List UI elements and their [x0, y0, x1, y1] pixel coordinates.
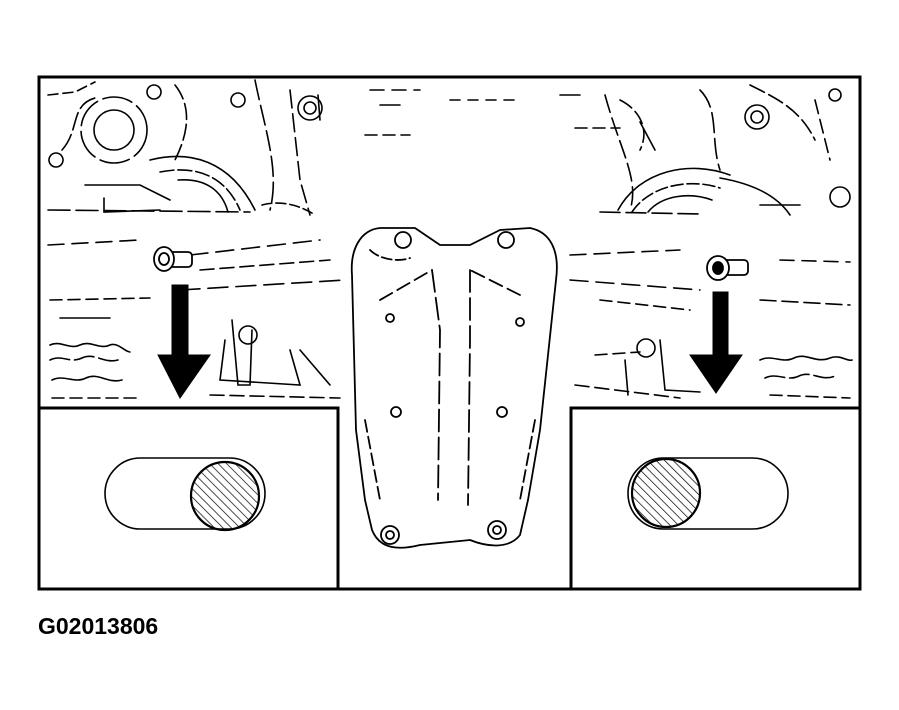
- dowel-circle: [189, 460, 261, 532]
- left-bolt-icon: [153, 246, 193, 272]
- right-bolt-icon: [706, 255, 749, 281]
- engine-line-art: [47, 79, 853, 399]
- left-down-arrow-icon: [157, 284, 211, 399]
- right-down-arrow-icon: [689, 291, 743, 394]
- figure-id-label: G02013806: [38, 613, 159, 639]
- right-slot-detail: [569, 406, 862, 591]
- dowel-circle: [630, 457, 702, 529]
- engine-mount-bracket: [350, 227, 558, 549]
- left-slot-detail: [37, 406, 340, 591]
